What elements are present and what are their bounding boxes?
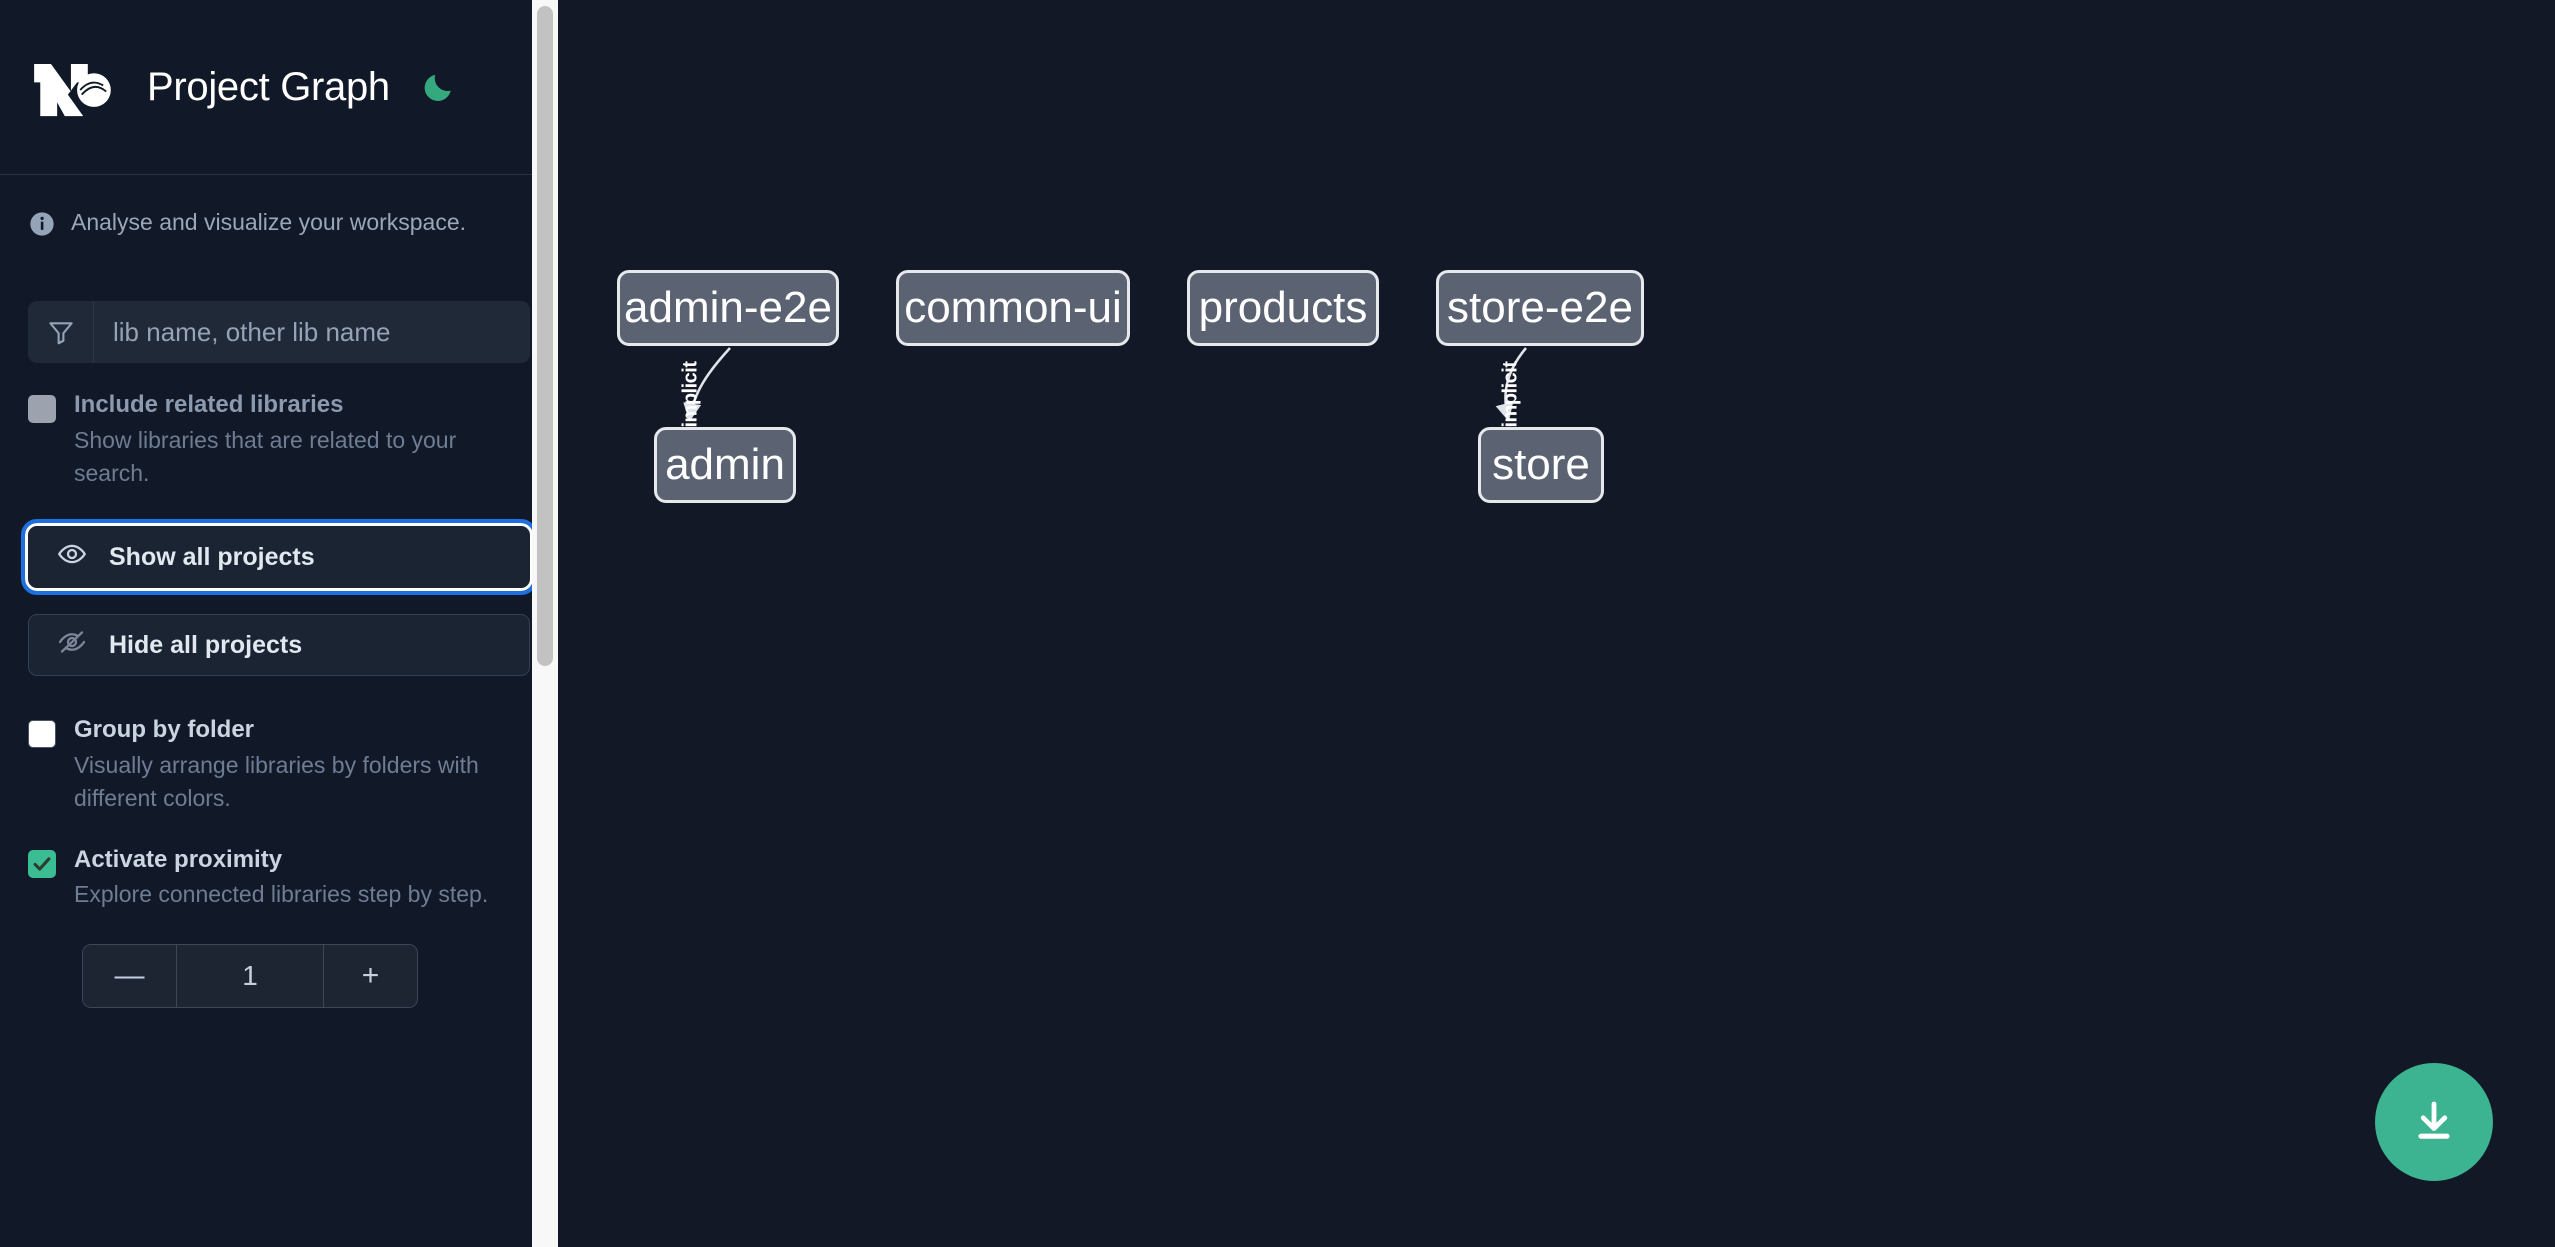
filter-field[interactable] bbox=[28, 301, 530, 363]
option-include-related-libraries[interactable]: Include related libraries Show libraries… bbox=[28, 391, 530, 490]
workspace-hint: Analyse and visualize your workspace. bbox=[28, 175, 530, 273]
page-title: Project Graph bbox=[147, 64, 390, 109]
sidebar: Project Graph Analyse and visualize your… bbox=[0, 0, 558, 1247]
graph-node-admin-e2e[interactable]: admin-e2e bbox=[617, 270, 839, 346]
option-activate-proximity[interactable]: Activate proximity Explore connected lib… bbox=[28, 846, 530, 912]
node-label: admin-e2e bbox=[624, 283, 832, 332]
check-icon bbox=[33, 856, 51, 871]
show-all-projects-button[interactable]: Show all projects bbox=[21, 519, 537, 596]
hide-all-projects-row: Hide all projects bbox=[28, 614, 530, 677]
hint-text: Analyse and visualize your workspace. bbox=[71, 209, 467, 235]
download-graph-button[interactable] bbox=[2375, 1063, 2493, 1181]
graph-node-common-ui[interactable]: common-ui bbox=[896, 270, 1130, 346]
node-label: store bbox=[1492, 440, 1590, 489]
option-title: Include related libraries bbox=[74, 391, 344, 418]
proximity-increment-button[interactable]: + bbox=[323, 944, 417, 1007]
hide-all-projects-button[interactable]: Hide all projects bbox=[28, 614, 530, 677]
nx-logo-icon bbox=[28, 56, 120, 118]
edge-label-admin-implicit: implicit bbox=[679, 361, 702, 428]
sidebar-header: Project Graph bbox=[0, 0, 558, 175]
show-all-projects-label: Show all projects bbox=[109, 542, 315, 571]
node-label: store-e2e bbox=[1447, 283, 1633, 332]
sidebar-scrollbar[interactable] bbox=[532, 0, 558, 1247]
graph-node-admin[interactable]: admin bbox=[654, 427, 796, 503]
option-title: Activate proximity bbox=[74, 845, 283, 873]
moon-icon[interactable] bbox=[418, 67, 458, 107]
option-description: Show libraries that are related to your … bbox=[74, 426, 457, 486]
graph-node-products[interactable]: products bbox=[1187, 270, 1379, 346]
download-icon bbox=[2410, 1097, 2458, 1148]
funnel-icon bbox=[28, 301, 94, 363]
search-input[interactable] bbox=[94, 301, 530, 363]
graph-edges bbox=[683, 347, 1527, 422]
show-all-projects-row: Show all projects bbox=[21, 519, 537, 596]
graph-node-store[interactable]: store bbox=[1478, 427, 1604, 503]
graph-canvas[interactable]: admin-e2e common-ui products store-e2e a… bbox=[558, 0, 2555, 1247]
checkbox-group-by-folder[interactable] bbox=[28, 720, 56, 749]
option-description: Explore connected libraries step by step… bbox=[74, 881, 489, 908]
info-icon bbox=[28, 210, 56, 243]
checkbox-include-related-libraries[interactable] bbox=[28, 395, 56, 423]
graph-node-store-e2e[interactable]: store-e2e bbox=[1436, 270, 1644, 346]
eye-off-icon bbox=[57, 627, 87, 664]
node-label: admin bbox=[665, 440, 785, 489]
proximity-value: 1 bbox=[177, 944, 323, 1007]
sidebar-body: Analyse and visualize your workspace. In… bbox=[0, 175, 558, 1008]
checkbox-activate-proximity[interactable] bbox=[28, 849, 56, 878]
edge-label-store-implicit: implicit bbox=[1499, 361, 1522, 428]
eye-icon bbox=[57, 539, 87, 576]
sidebar-scrollbar-thumb[interactable] bbox=[537, 6, 553, 666]
node-label: products bbox=[1198, 283, 1368, 332]
node-label: common-ui bbox=[904, 283, 1122, 332]
option-group-by-folder[interactable]: Group by folder Visually arrange librari… bbox=[28, 716, 530, 815]
hide-all-projects-label: Hide all projects bbox=[109, 630, 303, 659]
option-title: Group by folder bbox=[74, 716, 254, 744]
proximity-decrement-button[interactable]: — bbox=[83, 944, 177, 1007]
option-description: Visually arrange libraries by folders wi… bbox=[74, 751, 479, 812]
proximity-stepper: — 1 + bbox=[82, 943, 418, 1008]
